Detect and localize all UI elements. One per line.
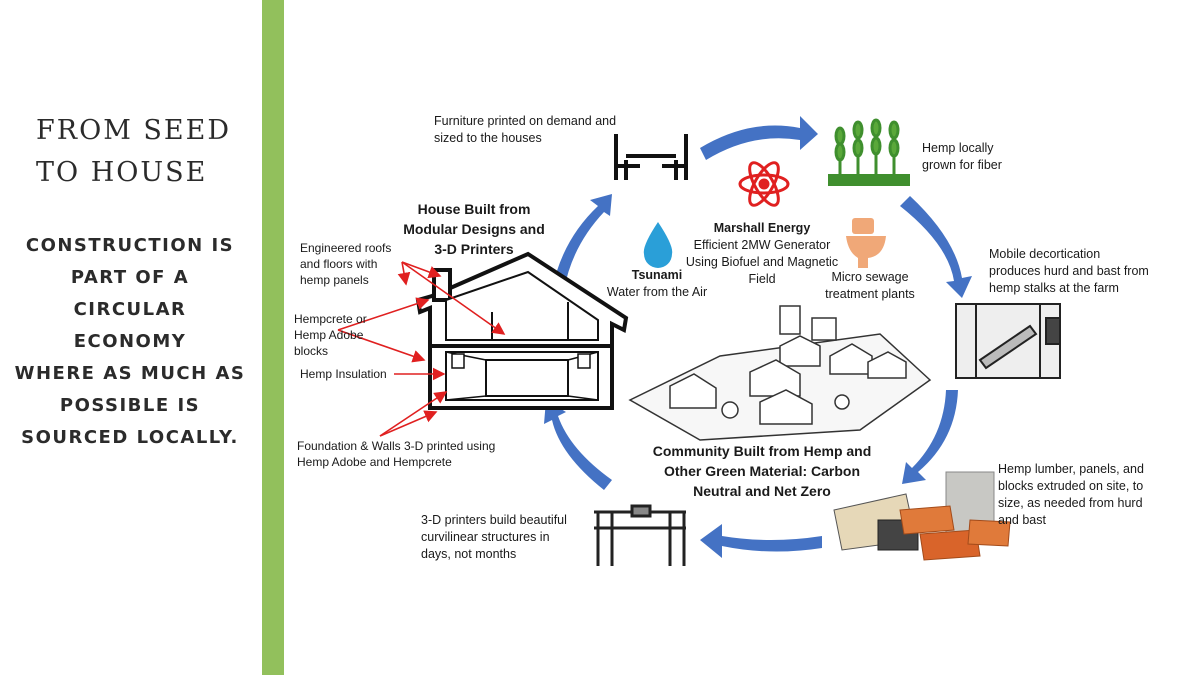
lumber-label-line: and bast: [998, 513, 1046, 527]
decortication-label-line: produces hurd and bast from: [989, 264, 1149, 278]
title-line-1: FROM SEED: [36, 115, 231, 146]
arrow-hemp-to-decortication: [900, 196, 972, 298]
house-built-label: House Built from Modular Designs and 3-D…: [402, 199, 546, 259]
cycle-arrows: [544, 116, 972, 558]
lumber-label-line: Hemp lumber, panels, and: [998, 462, 1144, 476]
title-line-2: TO HOUSE: [36, 157, 208, 188]
roofs-label-line: Engineered roofs: [300, 241, 392, 255]
hemp-grown-label-line: Hemp locally: [922, 141, 994, 155]
hempcrete-label-line: Hempcrete or: [294, 312, 367, 326]
subtitle-line: POSSIBLE IS: [59, 395, 201, 416]
3d-printer-icon: [594, 504, 686, 566]
hempcrete-label: Hempcrete or Hemp Adobe blocks: [294, 311, 367, 359]
sewage-label-line: Micro sewage: [831, 270, 909, 284]
subtitle-line: SOURCED LOCALLY.: [21, 427, 239, 448]
house-built-label-line: Modular Designs and: [403, 221, 545, 237]
decortication-label-line: Mobile decortication: [989, 247, 1101, 261]
foundation-label-line: Foundation & Walls 3-D printed using: [297, 439, 496, 453]
roofs-label-line: and floors with: [300, 257, 378, 271]
lumber-label-line: blocks extruded on site, to: [998, 479, 1144, 493]
community-label: Community Built from Hemp and Other Gree…: [636, 441, 888, 501]
atom-icon: [738, 161, 790, 207]
printers-label-line: 3-D printers build beautiful: [421, 513, 567, 527]
printers-label: 3-D printers build beautiful curvilinear…: [421, 512, 567, 563]
hemp-lumber-blocks-icon: [833, 471, 1011, 561]
roofs-label: Engineered roofs and floors with hemp pa…: [300, 240, 391, 288]
tsunami-title: Tsunami: [631, 268, 683, 282]
hemp-grown-label-line: grown for fiber: [922, 158, 1002, 172]
house-built-label-line: 3-D Printers: [434, 241, 514, 257]
insulation-label: Hemp Insulation: [300, 367, 387, 381]
subtitle-line: WHERE AS MUCH AS: [14, 363, 246, 384]
decortication-label: Mobile decortication produces hurd and b…: [989, 246, 1149, 297]
slide-subtitle: CONSTRUCTION IS PART OF A CIRCULAR ECONO…: [10, 230, 250, 454]
accent-bar: [262, 0, 284, 675]
subtitle-line: CIRCULAR: [73, 299, 187, 320]
arrow-house-to-furniture: [552, 194, 612, 290]
cycle-diagram: [337, 116, 1061, 566]
toilet-icon: [846, 218, 886, 268]
marshall-energy-line: Using Biofuel and Magnetic: [685, 255, 839, 269]
marshall-energy-label: Marshall Energy Efficient 2MW Generator …: [676, 220, 848, 288]
community-label-line: Neutral and Net Zero: [693, 483, 831, 499]
hemp-plant-icon: [828, 118, 910, 186]
decortication-machine-icon: [955, 303, 1061, 379]
slide-title: FROM SEED TO HOUSE: [18, 110, 261, 194]
printers-label-line: days, not months: [421, 547, 517, 561]
house-built-label-line: House Built from: [417, 201, 531, 217]
foundation-label-line: Hemp Adobe and Hempcrete: [297, 455, 452, 469]
community-label-line: Other Green Material: Carbon: [663, 463, 861, 479]
subtitle-line: CONSTRUCTION IS: [25, 235, 235, 256]
hempcrete-label-line: blocks: [294, 344, 329, 358]
community-label-line: Community Built from Hemp and: [652, 443, 872, 459]
left-panel: FROM SEED TO HOUSE CONSTRUCTION IS PART …: [0, 0, 262, 675]
callout-arrows: [337, 261, 506, 437]
marshall-energy-title: Marshall Energy: [713, 221, 811, 235]
house-icon: [415, 251, 629, 410]
marshall-energy-line: Field: [748, 272, 776, 286]
furniture-icon: [614, 134, 688, 180]
lumber-label-line: size, as needed from hurd: [998, 496, 1143, 510]
furniture-label-line: sized to the houses: [434, 131, 542, 145]
sewage-label: Micro sewage treatment plants: [814, 269, 926, 303]
tsunami-label: Tsunami Water from the Air: [592, 267, 722, 301]
subtitle-line: ECONOMY: [73, 331, 187, 352]
hempcrete-label-line: Hemp Adobe: [294, 328, 364, 342]
furniture-label-line: Furniture printed on demand and: [434, 114, 617, 128]
tsunami-line: Water from the Air: [606, 285, 708, 299]
furniture-label: Furniture printed on demand and sized to…: [434, 113, 616, 147]
hemp-grown-label: Hemp locally grown for fiber: [922, 140, 1002, 174]
arrow-lumber-to-printers: [700, 524, 822, 558]
arrow-furniture-to-hemp: [700, 116, 818, 160]
decortication-label-line: hemp stalks at the farm: [989, 281, 1119, 295]
community-sketch-icon: [628, 305, 932, 441]
arrow-decortication-to-lumber: [902, 390, 958, 484]
foundation-label: Foundation & Walls 3-D printed using Hem…: [297, 438, 495, 470]
lumber-label: Hemp lumber, panels, and blocks extruded…: [998, 461, 1144, 529]
marshall-energy-line: Efficient 2MW Generator: [693, 238, 831, 252]
subtitle-line: PART OF A: [70, 267, 190, 288]
printers-label-line: curvilinear structures in: [421, 530, 550, 544]
water-drop-icon: [643, 222, 673, 268]
roofs-label-line: hemp panels: [300, 273, 369, 287]
arrow-printers-to-house: [544, 400, 612, 490]
sewage-label-line: treatment plants: [825, 287, 915, 301]
